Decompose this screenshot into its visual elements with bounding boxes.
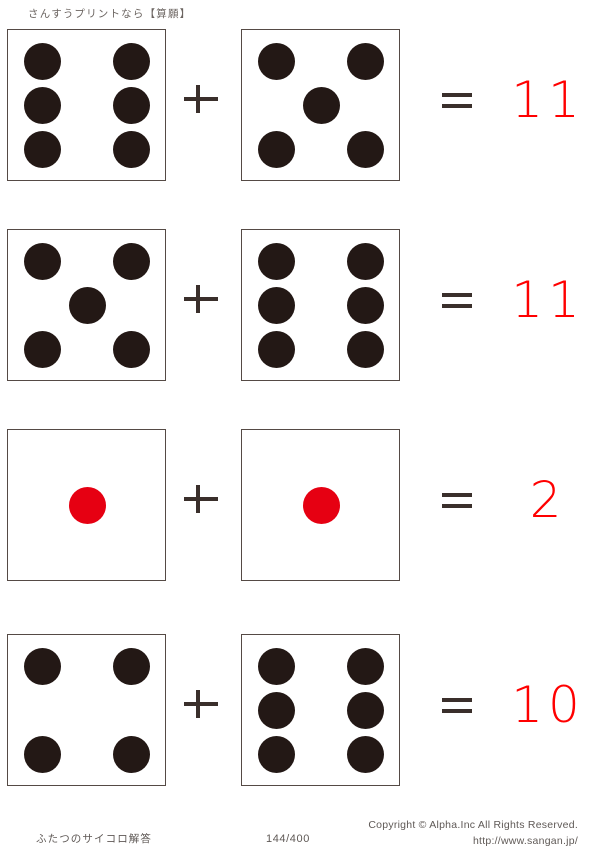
die-pip bbox=[113, 87, 150, 124]
die-pip bbox=[347, 243, 384, 280]
die-left bbox=[7, 634, 166, 786]
copyright-text: Copyright © Alpha.Inc All Rights Reserve… bbox=[368, 819, 578, 831]
problem-row: 11 bbox=[0, 229, 600, 382]
die-pip bbox=[24, 648, 61, 685]
site-url[interactable]: http://www.sangan.jp/ bbox=[472, 835, 578, 847]
die-pip bbox=[258, 331, 295, 368]
die-pip bbox=[24, 243, 61, 280]
die-pip bbox=[347, 736, 384, 773]
plus-operator bbox=[181, 684, 221, 724]
die-pip bbox=[347, 287, 384, 324]
die-pip bbox=[113, 736, 150, 773]
die-pip bbox=[347, 331, 384, 368]
problem-list: 11 11 2 bbox=[0, 29, 600, 787]
die-pip bbox=[258, 648, 295, 685]
equals-operator bbox=[442, 287, 474, 311]
problem-row: 10 bbox=[0, 634, 600, 787]
footer: ふたつのサイコロ解答 144/400 Copyright © Alpha.Inc… bbox=[0, 806, 600, 859]
plus-operator bbox=[181, 479, 221, 519]
die-pip bbox=[113, 331, 150, 368]
die-pip bbox=[113, 648, 150, 685]
equals-operator bbox=[442, 87, 474, 111]
die-right bbox=[241, 29, 400, 181]
die-pip bbox=[24, 331, 61, 368]
die-pip bbox=[258, 736, 295, 773]
answer-value: 2 bbox=[529, 471, 567, 529]
answer-value: 11 bbox=[511, 271, 585, 329]
die-pip bbox=[258, 131, 295, 168]
die-pip bbox=[113, 43, 150, 80]
die-right bbox=[241, 429, 400, 581]
die-pip bbox=[258, 243, 295, 280]
equals-operator bbox=[442, 692, 474, 716]
die-right bbox=[241, 634, 400, 786]
die-pip bbox=[347, 692, 384, 729]
die-pip bbox=[24, 87, 61, 124]
die-pip bbox=[113, 131, 150, 168]
die-pip bbox=[24, 43, 61, 80]
die-pip bbox=[69, 287, 106, 324]
die-pip bbox=[258, 43, 295, 80]
die-left bbox=[7, 29, 166, 181]
die-right bbox=[241, 229, 400, 381]
worksheet-title: ふたつのサイコロ解答 bbox=[36, 833, 152, 845]
die-pip bbox=[113, 243, 150, 280]
die-pip bbox=[258, 692, 295, 729]
answer-value: 11 bbox=[511, 71, 585, 129]
die-pip bbox=[347, 43, 384, 80]
die-pip bbox=[303, 87, 340, 124]
page-title: さんすうプリントなら【算願】 bbox=[28, 8, 192, 20]
die-pip bbox=[24, 131, 61, 168]
die-pip bbox=[258, 287, 295, 324]
equals-operator bbox=[442, 487, 474, 511]
problem-row: 2 bbox=[0, 429, 600, 582]
die-pip bbox=[347, 131, 384, 168]
problem-row: 11 bbox=[0, 29, 600, 182]
die-pip bbox=[347, 648, 384, 685]
die-pip bbox=[303, 487, 340, 524]
page-number: 144/400 bbox=[266, 833, 310, 845]
plus-operator bbox=[181, 279, 221, 319]
die-left bbox=[7, 429, 166, 581]
die-pip bbox=[24, 736, 61, 773]
die-pip bbox=[69, 487, 106, 524]
answer-value: 10 bbox=[511, 676, 585, 734]
plus-operator bbox=[181, 79, 221, 119]
die-left bbox=[7, 229, 166, 381]
